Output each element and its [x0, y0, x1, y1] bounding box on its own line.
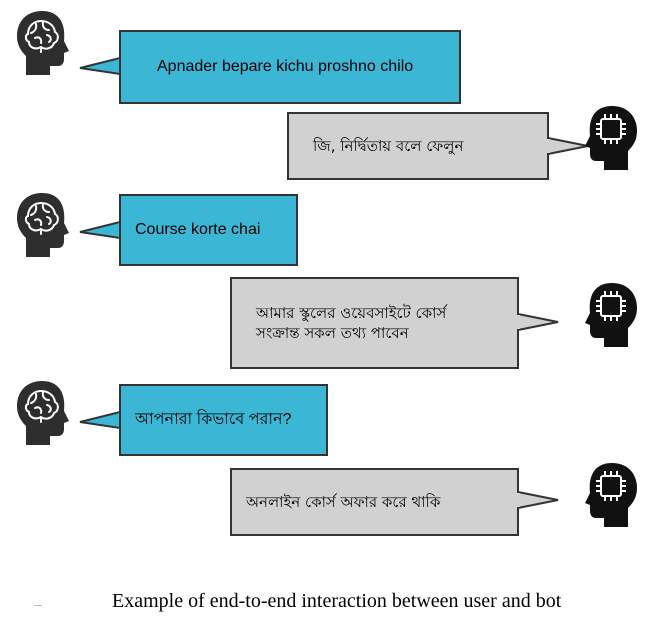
bot-message-bubble: অনলাইন কোর্স অফার করে থাকি	[230, 468, 519, 536]
human-head-brain-icon	[14, 8, 74, 78]
bubble-tail	[79, 220, 122, 240]
human-head-brain-icon	[14, 378, 74, 448]
ai-chip-head-icon	[580, 103, 640, 173]
chat-transcript: Apnader bepare kichu proshno chilo জি, ন…	[0, 0, 670, 536]
user-message-bubble: Apnader bepare kichu proshno chilo	[119, 30, 461, 104]
bubble-tail	[546, 136, 589, 156]
human-head-brain-icon	[14, 190, 74, 260]
ai-chip-head-icon	[580, 280, 640, 350]
message-text: অনলাইন কোর্স অফার করে থাকি	[246, 492, 441, 511]
message-text: Course korte chai	[135, 221, 261, 239]
user-message-bubble: Course korte chai	[119, 194, 298, 266]
message-text: আপনারা কিভাবে পরান?	[135, 411, 292, 429]
ai-chip-head-icon	[580, 460, 640, 530]
bubble-tail	[516, 490, 559, 510]
message-text: Apnader bepare kichu proshno chilo	[157, 58, 414, 76]
message-text: আমার স্কুলের ওয়েবসাইটে কোর্স সংক্রান্ত …	[256, 303, 447, 342]
user-message-bubble: আপনারা কিভাবে পরান?	[119, 384, 328, 456]
bubble-tail	[79, 410, 122, 430]
bubble-tail	[516, 312, 559, 332]
message-text: জি, নির্দ্বিতায় বলে ফেলুন	[313, 136, 464, 155]
bot-message-bubble: আমার স্কুলের ওয়েবসাইটে কোর্স সংক্রান্ত …	[230, 277, 519, 369]
divider	[34, 605, 42, 606]
bubble-tail	[79, 56, 122, 76]
bot-message-bubble: জি, নির্দ্বিতায় বলে ফেলুন	[287, 112, 549, 180]
figure-caption: Example of end-to-end interaction betwee…	[112, 590, 562, 612]
